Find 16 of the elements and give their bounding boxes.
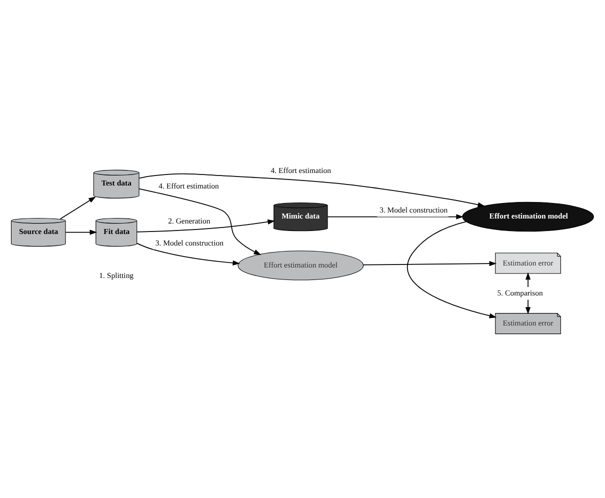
edge-label: 2. Generation xyxy=(168,216,210,226)
edge-label: 3. Model construction xyxy=(380,206,448,215)
arrow xyxy=(136,242,240,266)
arrow xyxy=(136,219,275,232)
arrow xyxy=(138,188,262,255)
arrow xyxy=(138,173,486,208)
label: 1. Splitting xyxy=(99,271,134,280)
edge-label: 4. Effort estimation xyxy=(158,181,219,190)
edge-label: 5. Comparison xyxy=(497,288,543,298)
edge-label: 3. Model construction xyxy=(155,238,224,248)
arrow xyxy=(65,230,98,235)
edge-label: 4. Effort estimation xyxy=(270,166,332,175)
arrow xyxy=(525,272,531,314)
arrow xyxy=(406,221,497,318)
arrow xyxy=(362,261,497,266)
arrow xyxy=(60,196,96,220)
